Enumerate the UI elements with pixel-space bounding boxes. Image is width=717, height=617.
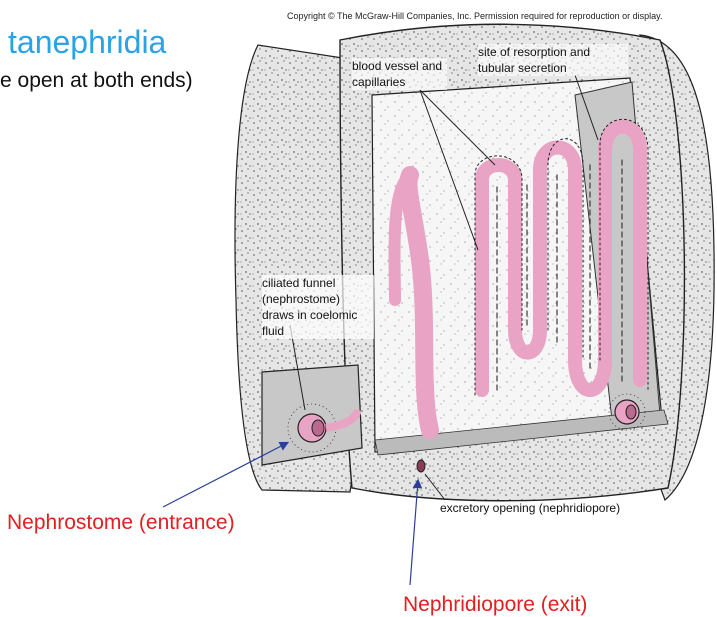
slide-subtitle: e open at both ends) [0, 70, 193, 91]
nephridiopore [417, 460, 425, 472]
annotation-nephrostome: Nephrostome (entrance) [7, 512, 235, 533]
label-excretory-opening: excretory opening (nephridiopore) [440, 500, 620, 516]
copyright-notice: Copyright © The McGraw-Hill Companies, I… [287, 12, 662, 21]
annotation-nephridiopore: Nephridiopore (exit) [403, 594, 587, 615]
label-ciliated-funnel: ciliated funnel (nephrostome) draws in c… [262, 275, 374, 339]
label-blood-vessel: blood vessel and capillaries [352, 58, 447, 90]
slide-title: tanephridia [8, 26, 166, 58]
label-resorption-site: site of resorption and tubular secretion [478, 44, 628, 76]
